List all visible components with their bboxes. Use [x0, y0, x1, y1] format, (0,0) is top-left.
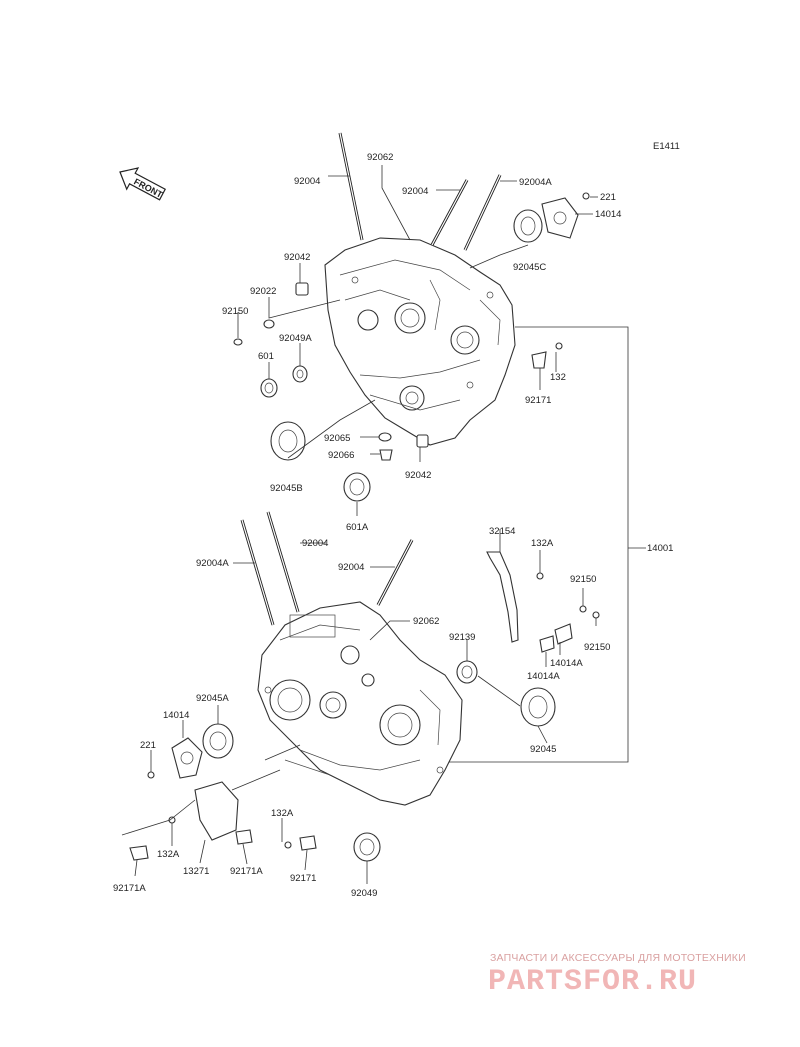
label-132-a: 132 [550, 372, 566, 383]
part-labels: 92004 92062 92004 92004A 221 14014 92045… [113, 152, 673, 899]
label-14014A-a: 14014A [550, 658, 583, 669]
label-92150-a: 92150 [222, 306, 248, 317]
stud-bolt-92004A-lower [240, 519, 275, 626]
bolt-92150-upper-left [233, 338, 243, 346]
label-92171-a: 92171 [525, 395, 551, 406]
cover-plate-14014-lower [171, 737, 203, 779]
label-221-a: 221 [600, 192, 616, 203]
bolt-92150-right-a [579, 605, 587, 613]
label-92042-b: 92042 [405, 470, 431, 481]
stud-bolt-92004-upper-left [338, 132, 364, 241]
label-92065: 92065 [324, 433, 350, 444]
label-92150-b: 92150 [570, 574, 596, 585]
bolt-132A-lower-mid [284, 841, 292, 849]
label-92066: 92066 [328, 450, 354, 461]
bolt-92150-right-b [592, 611, 600, 619]
label-32154: 32154 [489, 526, 515, 537]
label-92045A: 92045A [196, 693, 229, 704]
bearing-601 [260, 378, 278, 398]
bolt-132-upper [555, 342, 563, 350]
plug-92066 [379, 449, 393, 461]
label-14001: 14001 [647, 543, 673, 554]
label-132A-c: 132A [157, 849, 180, 860]
plate-14014A-a [554, 623, 573, 645]
bearing-92045 [520, 687, 556, 727]
front-arrow-icon: FRONT [119, 167, 167, 201]
bearing-601A [343, 472, 371, 502]
seal-92049A [292, 365, 308, 383]
label-92049A: 92049A [279, 333, 312, 344]
label-92171A-a: 92171A [230, 866, 263, 877]
washer-92065 [378, 432, 392, 442]
leader-lines [121, 165, 598, 884]
clamp-92171A-right [235, 829, 253, 845]
dowel-pin-92042-upper [295, 282, 309, 296]
bolt-132A-right [536, 572, 544, 580]
label-14014-b: 14014 [163, 710, 189, 721]
clamp-92171-upper [531, 351, 547, 369]
bearing-92045B [270, 421, 306, 461]
label-92062-a: 92062 [367, 152, 393, 163]
bearing-92045A [202, 723, 234, 759]
bolt-221-lower [147, 771, 155, 779]
label-92022: 92022 [250, 286, 276, 297]
label-92139: 92139 [449, 632, 475, 643]
label-92171A-b: 92171A [113, 883, 146, 894]
plate-14014A-b [539, 635, 555, 653]
diagram-code: E1411 [653, 141, 680, 152]
label-14014-a: 14014 [595, 209, 621, 220]
label-14014A-b: 14014A [527, 671, 560, 682]
clamp-92171A-left [129, 845, 149, 861]
washer-92022 [263, 319, 275, 329]
label-13271: 13271 [183, 866, 209, 877]
stud-bolt-92004-lower-mid [376, 539, 414, 606]
label-92045: 92045 [530, 744, 556, 755]
label-92042-a: 92042 [284, 252, 310, 263]
watermark-subtitle: ЗАПЧАСТИ И АКСЕССУАРЫ ДЛЯ МОТОТЕХНИКИ [490, 952, 746, 964]
bolt-221-upper [582, 192, 590, 200]
label-132A-b: 132A [271, 808, 294, 819]
oil-seal-92045C [513, 209, 543, 243]
label-92045B: 92045B [270, 483, 303, 494]
label-92004-b: 92004 [402, 186, 428, 197]
label-92004A-b: 92004A [196, 558, 229, 569]
cover-plate-14014-upper [541, 197, 579, 239]
label-92150-c: 92150 [584, 642, 610, 653]
bearing-92139 [456, 660, 478, 684]
label-601A: 601A [346, 522, 369, 533]
stud-bolt-92004-upper-mid [430, 179, 469, 246]
stud-bolt-92004A-upper [463, 174, 502, 251]
watermark-logo: PARTSFOR.RU [488, 965, 698, 999]
dowel-pin-92042-lower [416, 434, 429, 448]
label-92062-b: 92062 [413, 616, 439, 627]
guide-13271 [194, 781, 239, 841]
stud-bolt-92004-lower-left [266, 511, 300, 613]
upper-crankcase-half [324, 237, 516, 446]
assembly-bracket-14001 [440, 326, 629, 763]
clamp-92171-lower [299, 835, 317, 851]
breather-pipe-32154 [486, 551, 519, 643]
label-221-b: 221 [140, 740, 156, 751]
label-92004-a: 92004 [294, 176, 320, 187]
oil-seal-92049 [353, 832, 381, 862]
label-132A-a: 132A [531, 538, 554, 549]
label-92004-c: 92004 [302, 538, 328, 549]
label-601: 601 [258, 351, 274, 362]
lower-crankcase-half [257, 601, 463, 806]
label-92045C: 92045C [513, 262, 546, 273]
label-92004-d: 92004 [338, 562, 364, 573]
label-92171-b: 92171 [290, 873, 316, 884]
label-92004A-a: 92004A [519, 177, 552, 188]
label-92049: 92049 [351, 888, 377, 899]
